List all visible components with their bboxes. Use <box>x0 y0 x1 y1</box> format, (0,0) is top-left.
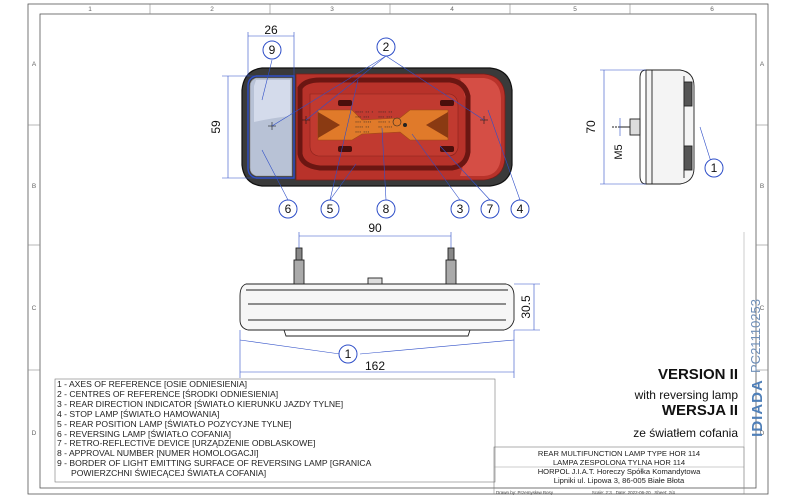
svg-text:▪▪▪ ▪▪▪: ▪▪▪ ▪▪▪ <box>378 116 392 120</box>
title-block-meta: Drawn by: Przemysław Bosy Scale: 2:3 Dat… <box>496 490 675 495</box>
dim-30-5 <box>514 283 540 331</box>
dim-59 <box>222 75 256 179</box>
legend-item: 5 - REAR POSITION LAMP [ŚWIATŁO POZYCYJN… <box>57 418 292 429</box>
callout-4: 4 <box>510 199 530 219</box>
version-title: VERSION II <box>657 366 738 383</box>
svg-text:▪▪ ▪▪▪▪: ▪▪ ▪▪▪▪ <box>378 126 392 130</box>
dim-59-label: 59 <box>209 120 223 134</box>
title-line: HORPOL J.I.A.T. Horeczy Spółka Komandyto… <box>537 467 701 476</box>
dim-90 <box>298 232 452 248</box>
dim-162 <box>239 330 515 378</box>
callout-9-label: 9 <box>269 43 276 57</box>
row-letter: A <box>32 61 37 68</box>
legend-box <box>54 378 496 483</box>
svg-text:▪▪▪ ▪▪▪: ▪▪▪ ▪▪▪ <box>355 131 369 135</box>
callout-5-label: 5 <box>327 202 334 216</box>
svg-text:▪▪▪ ▪▪▪: ▪▪▪ ▪▪▪ <box>355 116 369 120</box>
version-en-sub: with reversing lamp <box>635 386 738 404</box>
svg-text:▪▪▪▪ ▪: ▪▪▪▪ ▪ <box>378 121 390 125</box>
date: Date: 2022-06-20 <box>615 490 651 495</box>
dim-70 <box>600 69 713 185</box>
side-code-area: PC21110253 IDIADA <box>748 299 766 437</box>
callout-6-label: 6 <box>285 202 292 216</box>
side-code-text: PC21110253 <box>748 299 763 373</box>
callout-5: 5 <box>320 199 340 219</box>
legend-item: 4 - STOP LAMP [ŚWIATŁO HAMOWANIA] <box>57 408 220 419</box>
grid-ticks <box>28 4 768 371</box>
col-number: 2 <box>210 6 214 13</box>
dim-70-label: 70 <box>584 120 598 134</box>
col-number: 3 <box>330 6 334 13</box>
legend-item: 1 - AXES OF REFERENCE [OSIE ODNIESIENIA] <box>57 379 248 389</box>
col-number: 1 <box>88 6 92 13</box>
row-letter: B <box>760 183 764 190</box>
leader-lines <box>261 55 521 201</box>
callout-8-label: 8 <box>383 202 390 216</box>
callout-9: 9 <box>262 40 282 60</box>
legend-item: POWIERZCHNI ŚWIECĄCEJ ŚWIATŁA COFANIA] <box>71 468 267 479</box>
sheet: Sheet: 2/4 <box>654 490 675 495</box>
callout-1-bottom: 1 <box>338 344 358 364</box>
legend-item: 8 - APPROVAL NUMBER [NUMER HOMOLOGACJI] <box>57 448 259 459</box>
version-pl-heading: WERSJA II <box>661 402 738 419</box>
row-letter: B <box>32 183 36 190</box>
version-subtitle: with reversing lamp <box>634 388 738 402</box>
lamp-side-view <box>612 69 695 185</box>
dim-30-5-label: 30.5 <box>519 295 533 319</box>
dim-26 <box>247 32 295 76</box>
scale: Scale: 2:3 <box>591 490 612 495</box>
callout-1-side: 1 <box>704 158 724 178</box>
legend-item: 6 - REVERSING LAMP [ŚWIATŁO COFANIA] <box>57 428 231 439</box>
legend-item: 9 - BORDER OF LIGHT EMITTING SURFACE OF … <box>57 458 372 469</box>
title-line: LAMPA ZESPOLONA TYLNA HOR 114 <box>552 458 686 467</box>
drawn-by: Drawn by: Przemysław Bosy <box>496 490 554 495</box>
legend-item: 3 - REAR DIRECTION INDICATOR [ŚWIATŁO KI… <box>57 398 344 409</box>
col-number: 6 <box>710 6 714 13</box>
dim-26-label: 26 <box>264 23 278 37</box>
version-pl-title: WERSJA II <box>662 402 738 420</box>
callout-3: 3 <box>450 199 470 219</box>
brand-logo: IDIADA <box>749 379 766 437</box>
callout-8: 8 <box>376 199 396 219</box>
lamp-bottom-view <box>239 247 515 337</box>
legend: 1 - AXES OF REFERENCE [OSIE ODNIESIENIA]… <box>57 379 437 479</box>
row-letter: D <box>32 430 37 437</box>
callout-2: 2 <box>376 37 396 57</box>
dim-162-label: 162 <box>365 359 385 373</box>
row-letter: C <box>760 305 765 312</box>
callout-2-label: 2 <box>383 40 390 54</box>
title-line: REAR MULTIFUNCTION LAMP TYPE HOR 114 <box>537 449 701 458</box>
callout-3-label: 3 <box>457 202 464 216</box>
callout-1-bottom-label: 1 <box>345 347 352 361</box>
col-number: 4 <box>450 6 454 13</box>
svg-text:▪▪▪▪ ▪▪: ▪▪▪▪ ▪▪ <box>378 111 392 115</box>
title-block-meta-box <box>493 487 745 495</box>
lamp-front-view: ▪▪▪▪ ▪▪ ▪ ▪▪▪ ▪▪▪ ▪▪▪ ▪▪▪▪ ▪▪▪▪ ▪▪ ▪▪▪ ▪… <box>241 67 513 187</box>
row-letter: D <box>760 430 765 437</box>
svg-text:▪▪▪▪ ▪▪: ▪▪▪▪ ▪▪ <box>355 126 369 130</box>
version-en-title: VERSION II <box>658 366 738 384</box>
version-pl-sub: ze światłem cofania <box>633 424 738 442</box>
svg-text:▪▪▪ ▪▪▪▪: ▪▪▪ ▪▪▪▪ <box>355 121 371 125</box>
inner-frame <box>39 13 757 489</box>
svg-text:▪▪▪▪ ▪▪ ▪: ▪▪▪▪ ▪▪ ▪ <box>355 111 373 115</box>
dim-90-label: 90 <box>368 221 382 235</box>
row-letter: A <box>760 61 765 68</box>
title-block: REAR MULTIFUNCTION LAMP TYPE HOR 114 LAM… <box>496 449 742 490</box>
col-number: 5 <box>573 6 577 13</box>
callout-6: 6 <box>278 199 298 219</box>
legend-item: 2 - CENTRES OF REFERENCE [ŚRODKI ODNIESI… <box>57 388 279 399</box>
legend-item: 7 - RETRO-REFLECTIVE DEVICE [URZĄDZENIE … <box>57 438 316 449</box>
version-pl-subtitle: ze światłem cofania <box>633 426 738 440</box>
title-line: Lipniki ul. Lipowa 3, 86-005 Białe Błota <box>553 476 685 485</box>
callout-4-label: 4 <box>517 202 524 216</box>
thread-m5-label: M5 <box>613 144 625 159</box>
callout-7-label: 7 <box>487 202 494 216</box>
row-letter: C <box>32 305 37 312</box>
callout-1-side-label: 1 <box>711 161 718 175</box>
outer-frame <box>27 3 769 495</box>
callout-7: 7 <box>480 199 500 219</box>
